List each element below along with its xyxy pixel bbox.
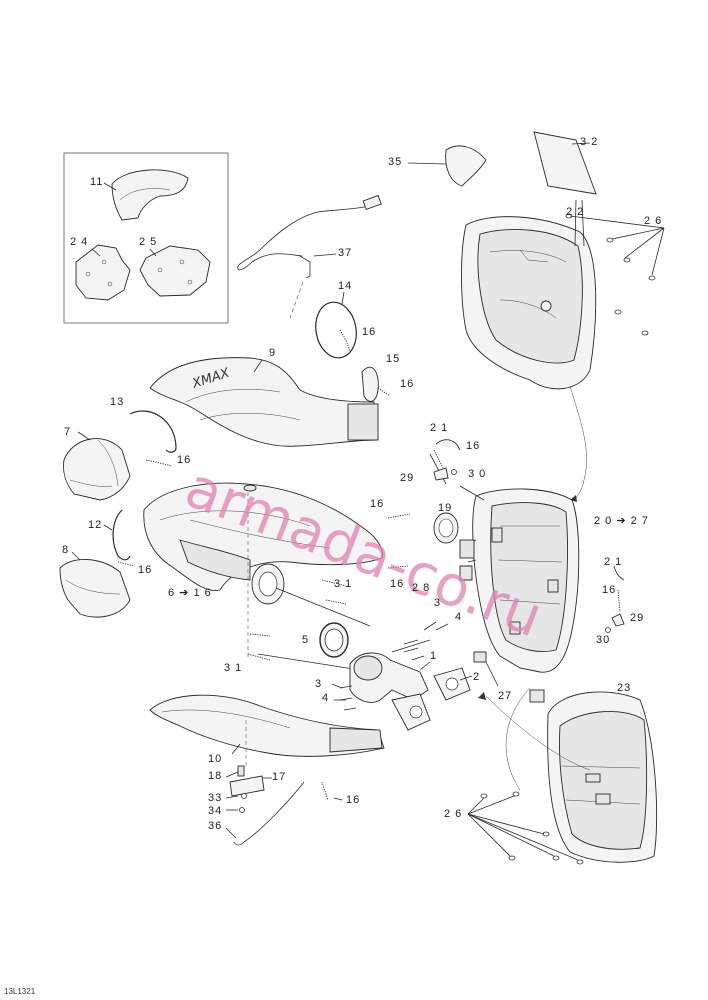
callout-31-lower: 3 1 bbox=[224, 662, 243, 674]
callout-22: 2 2 bbox=[566, 206, 585, 218]
callout-1: 1 bbox=[430, 650, 438, 662]
part-17-bracket bbox=[225, 720, 343, 846]
callout-21-top: 2 1 bbox=[430, 422, 449, 434]
callout-16-d: 16 bbox=[466, 440, 481, 452]
callout-14: 14 bbox=[338, 280, 353, 292]
callout-7: 7 bbox=[64, 426, 72, 438]
part-22-airbox bbox=[461, 199, 665, 502]
callout-15: 15 bbox=[386, 353, 401, 365]
part-35-32 bbox=[407, 131, 597, 195]
callout-19: 19 bbox=[438, 502, 453, 514]
callout-6-to-16: 6 ➔ 1 6 bbox=[168, 587, 212, 599]
callout-31-upper: 3 1 bbox=[334, 578, 353, 590]
callout-10: 10 bbox=[208, 753, 223, 765]
part-7-elbow bbox=[63, 431, 131, 501]
part-9-muffler-upper: XMAX bbox=[149, 357, 379, 447]
part-15-clamp bbox=[361, 366, 391, 402]
callout-9: 9 bbox=[269, 347, 277, 359]
callout-4-upper: 4 bbox=[455, 611, 463, 623]
callout-28: 2 8 bbox=[412, 582, 431, 594]
callout-12: 12 bbox=[88, 519, 103, 531]
callout-35: 35 bbox=[388, 156, 403, 168]
callout-8: 8 bbox=[62, 544, 70, 556]
callout-29-top: 29 bbox=[400, 472, 415, 484]
part-6-muffler-body bbox=[143, 482, 383, 660]
callout-26-lower: 2 6 bbox=[444, 808, 463, 820]
part-23-cover bbox=[478, 687, 658, 863]
callout-30-right: 30 bbox=[596, 634, 611, 646]
callout-33: 33 bbox=[208, 792, 223, 804]
document-id: 13L1321 bbox=[4, 987, 36, 996]
part-21-bracket-right bbox=[605, 565, 625, 633]
callout-16-g: 16 bbox=[390, 578, 405, 590]
callout-16-e: 16 bbox=[370, 498, 385, 510]
callout-20-to-27: 2 0 ➔ 2 7 bbox=[594, 515, 649, 527]
part-16-spring-mid bbox=[387, 513, 473, 581]
part-8-elbow bbox=[59, 551, 131, 618]
callout-3-upper: 3 bbox=[434, 597, 442, 609]
callout-18: 18 bbox=[208, 770, 223, 782]
callout-32: 3 2 bbox=[580, 136, 599, 148]
inset-kit-box bbox=[63, 152, 229, 324]
part-1-ypipe bbox=[331, 621, 473, 731]
callout-16-h: 16 bbox=[602, 584, 617, 596]
callout-16-f: 16 bbox=[138, 564, 153, 576]
callout-29-right: 29 bbox=[630, 612, 645, 624]
part-20-airbox bbox=[429, 453, 580, 673]
callout-16-c: 16 bbox=[177, 454, 192, 466]
callout-25: 2 5 bbox=[139, 236, 158, 248]
part-5-ring bbox=[319, 622, 349, 658]
part-37-harness bbox=[237, 194, 382, 319]
part-13-ring bbox=[129, 410, 177, 467]
callout-5: 5 bbox=[302, 634, 310, 646]
callout-26-upper: 2 6 bbox=[644, 215, 663, 227]
callout-37: 37 bbox=[338, 247, 353, 259]
callout-16-a: 16 bbox=[362, 326, 377, 338]
callout-13: 13 bbox=[110, 396, 125, 408]
callout-3-lower: 3 bbox=[315, 678, 323, 690]
callout-16-b: 16 bbox=[400, 378, 415, 390]
callout-21-right: 2 1 bbox=[604, 556, 623, 568]
callout-24: 2 4 bbox=[70, 236, 89, 248]
callout-30-top: 3 0 bbox=[468, 468, 487, 480]
part-14-ring bbox=[315, 291, 357, 359]
callout-27: 27 bbox=[498, 690, 513, 702]
callout-4-lower: 4 bbox=[322, 692, 330, 704]
callout-11: 11 bbox=[90, 176, 104, 188]
callout-36: 36 bbox=[208, 820, 223, 832]
callout-2: 2 bbox=[473, 671, 481, 683]
part-21-bracket-top bbox=[433, 439, 461, 481]
part-27-clips bbox=[473, 651, 545, 703]
part-26-washers bbox=[467, 791, 584, 865]
callout-17: 17 bbox=[272, 771, 287, 783]
callout-16-i: 16 bbox=[346, 794, 361, 806]
part-12-ring bbox=[103, 509, 135, 567]
part-31-springs bbox=[247, 563, 371, 671]
callout-23: 23 bbox=[617, 682, 632, 694]
part-10-tailpipe bbox=[149, 694, 385, 757]
callout-34: 34 bbox=[208, 805, 223, 817]
